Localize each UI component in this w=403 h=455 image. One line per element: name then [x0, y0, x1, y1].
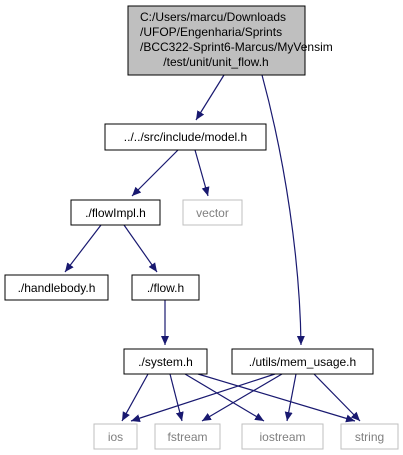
node-system[interactable]: ./system.h	[123, 348, 208, 375]
node-ios[interactable]: ios	[93, 423, 138, 450]
node-handlebody[interactable]: ./handlebody.h	[4, 274, 109, 301]
edges	[64, 74, 361, 423]
edge-root-to-mem-usage	[261, 74, 305, 346]
edge-system-to-fstream	[169, 373, 184, 422]
node-flowimpl[interactable]: ./flowImpl.h	[70, 199, 161, 226]
root-line-3: /BCC322-Sprint6-Marcus/MyVensim	[140, 40, 333, 54]
node-model-label: ../../src/include/model.h	[124, 130, 247, 144]
node-string-label: string	[355, 430, 384, 444]
node-vector-label: vector	[196, 206, 229, 220]
node-iostream-label: iostream	[259, 430, 305, 444]
node-fstream-label: fstream	[167, 430, 207, 444]
node-vector[interactable]: vector	[182, 199, 243, 226]
edge-mem-usage-to-string	[313, 373, 361, 422]
node-string[interactable]: string	[340, 423, 399, 450]
node-mem-usage-label: ./utils/mem_usage.h	[249, 355, 356, 369]
root-line-1: C:/Users/marcu/Downloads	[140, 10, 286, 24]
edge-root-to-model	[195, 74, 225, 121]
node-flow[interactable]: ./flow.h	[131, 274, 200, 301]
node-flowimpl-label: ./flowImpl.h	[85, 206, 146, 220]
edge-mem-usage-to-iostream	[284, 373, 297, 422]
edge-mem-usage-to-ios	[130, 373, 276, 423]
edge-flowimpl-to-handlebody	[64, 224, 102, 273]
root-node[interactable]: C:/Users/marcu/Downloads /UFOP/Engenhari…	[127, 5, 333, 76]
edge-system-to-string	[197, 373, 356, 423]
edge-system-to-iostream	[184, 373, 265, 422]
node-mem-usage[interactable]: ./utils/mem_usage.h	[231, 348, 374, 375]
node-handlebody-label: ./handlebody.h	[18, 281, 96, 295]
root-line-4: /test/unit/unit_flow.h	[163, 55, 268, 69]
edge-system-to-ios	[121, 373, 149, 422]
node-model[interactable]: ../../src/include/model.h	[104, 123, 267, 151]
edge-flowimpl-to-flow	[123, 224, 158, 273]
node-iostream[interactable]: iostream	[241, 423, 324, 450]
node-system-label: ./system.h	[138, 355, 193, 369]
root-line-2: /UFOP/Engenharia/Sprints	[140, 25, 282, 39]
edge-model-to-vector	[194, 149, 210, 197]
edge-mem-usage-to-fstream	[201, 373, 283, 422]
node-fstream[interactable]: fstream	[154, 423, 221, 450]
edge-model-to-flowimpl	[131, 149, 179, 197]
node-ios-label: ios	[108, 430, 123, 444]
node-flow-label: ./flow.h	[147, 281, 184, 295]
